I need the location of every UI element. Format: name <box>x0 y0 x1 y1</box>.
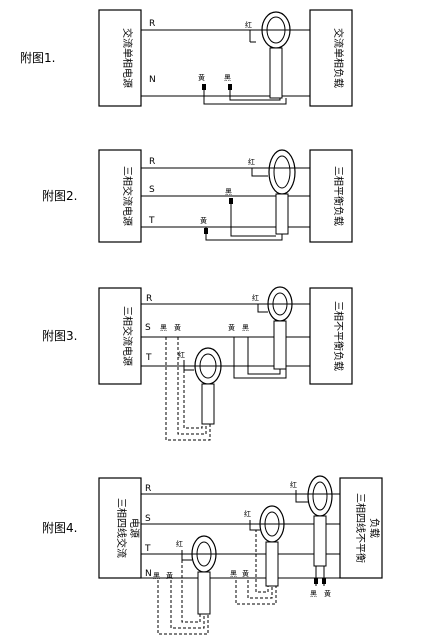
figure-4-clamp-t <box>191 535 217 615</box>
figure-3-yellow-left-lead <box>177 337 207 435</box>
figure-4-red-r-label: 红 <box>290 480 297 489</box>
figure-4-red-t-lead <box>181 550 192 561</box>
figure-4-clamp-r <box>307 475 333 567</box>
figure-4-red-s-lead <box>249 520 260 531</box>
figure-1-source-label: 交流单相电源 <box>121 28 134 88</box>
figure-3-label-t: T <box>145 353 152 363</box>
figure-3-red-t-lead <box>183 360 194 371</box>
figure-4-red-r-lead <box>295 490 308 503</box>
figure-1-label-r: R <box>149 19 155 29</box>
figure-1-label-n: N <box>149 75 156 85</box>
figure-1-source-box <box>98 9 142 107</box>
figure-3-label-s: S <box>145 323 151 333</box>
figure-4-red-s-label: 红 <box>244 509 251 518</box>
figure-4-caption: 附图4. <box>42 521 77 535</box>
figure-3-label-r: R <box>146 294 152 304</box>
figure-4-clamp-s <box>259 505 285 587</box>
figure-1-yellow-label: 黄 <box>198 73 205 82</box>
figure-3-red-r-lead <box>257 304 268 313</box>
figure-1-clamp-sensor <box>261 11 291 99</box>
figure-4-black-2-label: 黑 <box>230 570 237 578</box>
figure-1-red-label: 红 <box>245 20 252 29</box>
figure-3-load-box <box>309 287 353 385</box>
figure-1-black-lead <box>229 84 281 101</box>
figure-4-black-3-label: 黑 <box>310 590 317 598</box>
figure-3-yellow-left-label: 黄 <box>174 323 181 332</box>
figure-2-black-lead <box>230 198 276 237</box>
figure-1-black-label: 黑 <box>224 74 231 82</box>
figure-4-red-t-label: 红 <box>176 539 183 548</box>
figure-2-load-label: 三相平衡负载 <box>332 166 345 226</box>
figure-3-black-right-label: 黑 <box>242 324 249 332</box>
figure-2-clamp-sensor <box>268 149 296 235</box>
figure-3-black-left-label: 黑 <box>160 324 167 332</box>
figure-1-yellow-lead <box>203 84 287 105</box>
figure-4-label-n: N <box>145 569 152 579</box>
figure-4-load-label-1: 三相四线不平衡 <box>354 493 367 563</box>
figure-2-source-box <box>98 149 142 243</box>
figure-3-caption: 附图3. <box>42 329 77 343</box>
figure-4-yellow-1-label: 黄 <box>166 571 173 580</box>
figure-2-yellow-lead <box>205 227 283 241</box>
figure-3-yellow-right-lead <box>233 337 287 379</box>
figure-4-label-r: R <box>145 484 151 494</box>
figure-4-yellow-2-lead <box>247 580 273 599</box>
figure-1-caption: 附图1. <box>20 51 55 65</box>
figure-3-red-t-label: 红 <box>178 350 185 359</box>
figure-3-source-label: 三相交流电源 <box>121 306 134 366</box>
figure-4-source-box <box>98 477 142 579</box>
figure-1-load-box <box>309 9 353 107</box>
figure-2-load-box <box>309 149 353 243</box>
figure-4-label-s: S <box>145 514 151 524</box>
figure-3-load-label: 三相不平衡负载 <box>332 301 345 371</box>
figure-3: 附图3. 三相交流电源 三相不平衡负载 R S T 红 红 黑 黄 <box>42 286 353 441</box>
figure-4-black-1-label: 黑 <box>153 572 160 580</box>
figure-4-source-label-1: 三相四线交流 <box>115 498 128 558</box>
figure-4-load-box <box>339 477 383 579</box>
figure-1: 附图1. 交流单相电源 交流单相负载 R N 红 黄 黑 <box>20 9 353 107</box>
figure-2-label-t: T <box>148 216 155 226</box>
figure-4-yellow-2-label: 黄 <box>242 569 249 578</box>
figure-2-black-label: 黑 <box>225 188 232 196</box>
figure-4: 附图4. 三相四线交流 电源 三相四线不平衡 负载 R S T N 红 红 <box>42 475 383 635</box>
figure-2: 附图2. 三相交流电源 三相平衡负载 R S T 红 黑 黄 <box>42 149 353 243</box>
figure-2-red-lead <box>251 168 268 177</box>
figure-1-load-label: 交流单相负载 <box>332 28 345 88</box>
figure-2-red-label: 红 <box>248 157 255 166</box>
figure-3-clamp-t <box>194 347 222 425</box>
figure-3-clamp-r <box>267 286 293 370</box>
figure-4-black-2-lead <box>235 580 277 605</box>
figure-4-source-label-2: 电源 <box>128 518 141 538</box>
figure-2-label-s: S <box>149 185 155 195</box>
figure-3-black-left-lead <box>165 337 211 441</box>
figure-2-caption: 附图2. <box>42 189 77 203</box>
figure-3-black-right-lead <box>247 337 281 375</box>
figure-3-source-box <box>98 287 142 385</box>
figure-3-yellow-right-label: 黄 <box>228 323 235 332</box>
figure-4-load-label-2: 负载 <box>368 518 381 538</box>
figure-4-yellow-3-label: 黄 <box>324 589 331 598</box>
figure-2-label-r: R <box>149 157 155 167</box>
figure-4-black-1-lead <box>157 580 209 635</box>
figure-2-source-label: 三相交流电源 <box>121 166 134 226</box>
figure-4-label-t: T <box>144 544 151 554</box>
figure-3-red-r-label: 红 <box>252 293 259 302</box>
figure-4-yellow-1-lead <box>170 580 205 629</box>
figure-2-yellow-label: 黄 <box>200 216 207 225</box>
